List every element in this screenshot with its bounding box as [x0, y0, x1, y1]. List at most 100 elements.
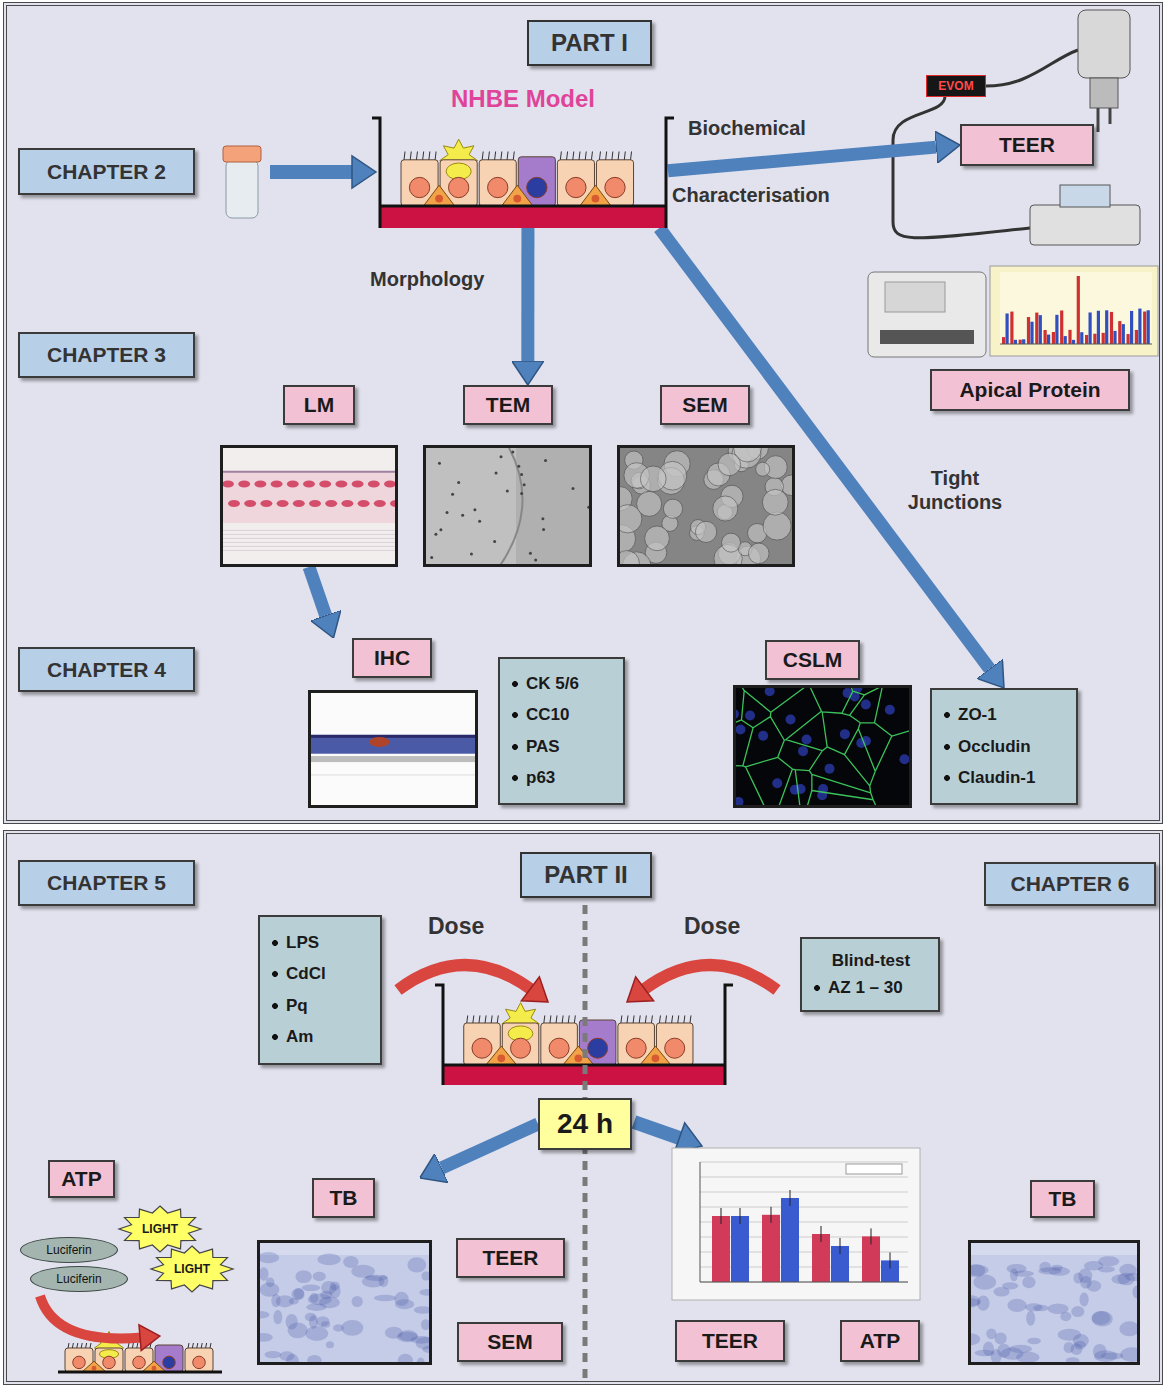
cilium — [501, 151, 502, 159]
nucleus — [665, 1038, 685, 1058]
list-item: Claudin-1 — [942, 768, 1035, 788]
nucleus — [566, 177, 586, 197]
data-bar — [1035, 313, 1038, 344]
granule — [520, 473, 523, 476]
stained-cell — [1007, 1264, 1027, 1273]
nucleus — [472, 1038, 492, 1058]
reader-lid — [885, 282, 945, 312]
stained-nucleus — [309, 500, 321, 507]
annotation-label: Biochemical — [688, 117, 806, 140]
image-frame — [310, 692, 477, 807]
arrow-shaft — [634, 1122, 681, 1139]
chapter-box: CHAPTER 2 — [18, 148, 195, 195]
method-box: ATP — [840, 1320, 920, 1362]
cilium — [206, 1343, 207, 1348]
insert-wall — [372, 118, 380, 228]
granule — [470, 553, 473, 556]
cilium — [495, 151, 496, 159]
micrograph-panel: TB — [257, 1178, 432, 1365]
cilium — [497, 1015, 498, 1023]
method-label: ATP — [860, 1329, 900, 1353]
cilium — [188, 1343, 189, 1348]
method-label: SEM — [487, 1330, 533, 1354]
cilium — [197, 1343, 198, 1348]
data-bar — [1072, 340, 1075, 344]
part-panel: PART IICHAPTER 5CHAPTER 6LPSCdClPqAmBlin… — [3, 830, 1163, 1385]
cilium — [90, 1343, 91, 1348]
chart-axis — [1000, 344, 1152, 345]
list-item: PAS — [510, 737, 560, 757]
nucleus — [103, 1356, 115, 1368]
cilium — [467, 1015, 468, 1023]
stained-cell — [1119, 1321, 1139, 1336]
stained-cell — [326, 1341, 334, 1348]
cilium — [599, 151, 600, 159]
cell-surface — [637, 491, 662, 516]
cell-surface — [663, 499, 682, 518]
stained-nucleus — [303, 481, 315, 488]
basal-nucleus — [497, 1054, 505, 1062]
insert-wall — [435, 985, 443, 1085]
method-label: TEM — [463, 385, 553, 425]
arrow-head — [139, 1325, 160, 1351]
cilium — [672, 1015, 673, 1023]
granule — [529, 552, 532, 555]
stained-cell — [286, 1314, 298, 1330]
stained-cell — [1016, 1351, 1039, 1362]
meter-label: EVOM — [938, 79, 973, 93]
cilium — [639, 1015, 640, 1023]
granule — [451, 493, 454, 496]
stained-cell — [279, 1351, 294, 1361]
cilium — [410, 151, 411, 159]
stained-cell — [265, 1351, 282, 1358]
stained-cell — [997, 1344, 1010, 1358]
error-bar — [740, 1208, 741, 1224]
data-bar — [1047, 335, 1050, 344]
granule — [495, 471, 498, 474]
method-label: TB — [1030, 1180, 1095, 1218]
chart-ground — [672, 1148, 920, 1300]
stained-cell — [313, 1272, 326, 1281]
cell-surface — [695, 521, 716, 542]
micrograph-panel: TEM — [423, 385, 592, 567]
cilium — [429, 151, 430, 159]
cilium — [77, 1343, 78, 1348]
stained-cell — [329, 1284, 340, 1298]
time-label: 24 h — [557, 1108, 613, 1140]
stained-cell — [1022, 1276, 1035, 1288]
image-frame — [259, 1242, 431, 1364]
granule — [544, 459, 547, 462]
nucleus — [133, 1356, 145, 1368]
micrograph — [617, 445, 795, 567]
basal-nucleus — [513, 195, 521, 203]
chart-ground — [990, 266, 1158, 356]
cilium — [567, 151, 568, 159]
membrane-line — [220, 538, 398, 539]
annotation-label: Characterisation — [672, 184, 830, 207]
annotation-label: Morphology — [370, 268, 484, 291]
stained-nucleus — [325, 500, 337, 507]
electrode-prong — [1109, 108, 1112, 124]
data-bar — [1085, 335, 1088, 344]
basal-nucleus — [652, 1054, 660, 1062]
nucleus-stain — [843, 688, 853, 698]
granule — [461, 514, 464, 517]
substrate-oval: Luciferin — [20, 1237, 118, 1263]
stained-cell — [397, 1332, 419, 1342]
insert-wall — [725, 985, 733, 1085]
epithelial-cell — [185, 1348, 213, 1372]
cilium — [72, 1343, 73, 1348]
nucleus — [448, 177, 468, 197]
data-bar — [731, 1216, 749, 1282]
stained-nucleus — [254, 481, 266, 488]
cilium — [591, 151, 592, 159]
cell-surface — [722, 533, 741, 552]
culture-illustration — [378, 118, 668, 228]
stained-cell — [308, 1293, 332, 1305]
chapter-label: CHAPTER 3 — [47, 343, 166, 367]
data-bar — [1110, 312, 1113, 344]
flow-arrow — [521, 228, 534, 361]
list-item: CC10 — [510, 705, 569, 725]
cilium — [678, 1015, 679, 1023]
micrograph-ground — [968, 1240, 1140, 1365]
